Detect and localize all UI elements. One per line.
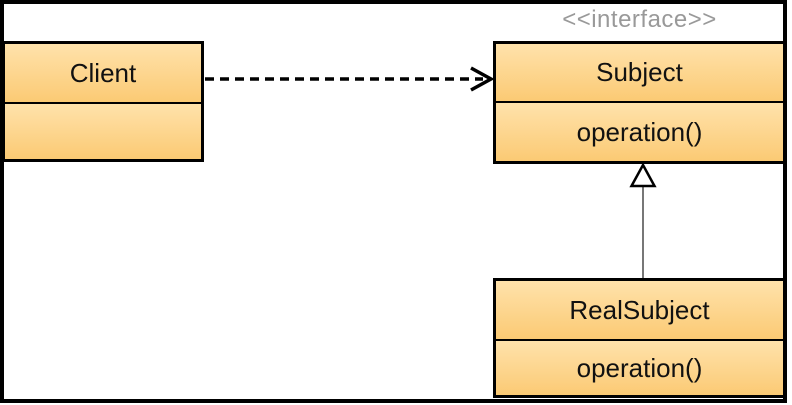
- node-realsubject: RealSubject operation(): [493, 278, 786, 398]
- subject-operation-label: operation(): [496, 103, 783, 161]
- node-client: Client: [2, 41, 204, 162]
- dependency-arrow: [205, 66, 495, 92]
- client-name-label: Client: [5, 44, 201, 104]
- realsubject-name-label: RealSubject: [496, 281, 783, 341]
- realsubject-operation-label: operation(): [496, 341, 783, 395]
- subject-stereotype-label: <<interface>>: [562, 6, 717, 33]
- node-subject: Subject operation(): [493, 41, 786, 164]
- generalization-arrow: [629, 162, 657, 279]
- client-attributes-compartment: [5, 104, 201, 159]
- subject-name-label: Subject: [496, 44, 783, 103]
